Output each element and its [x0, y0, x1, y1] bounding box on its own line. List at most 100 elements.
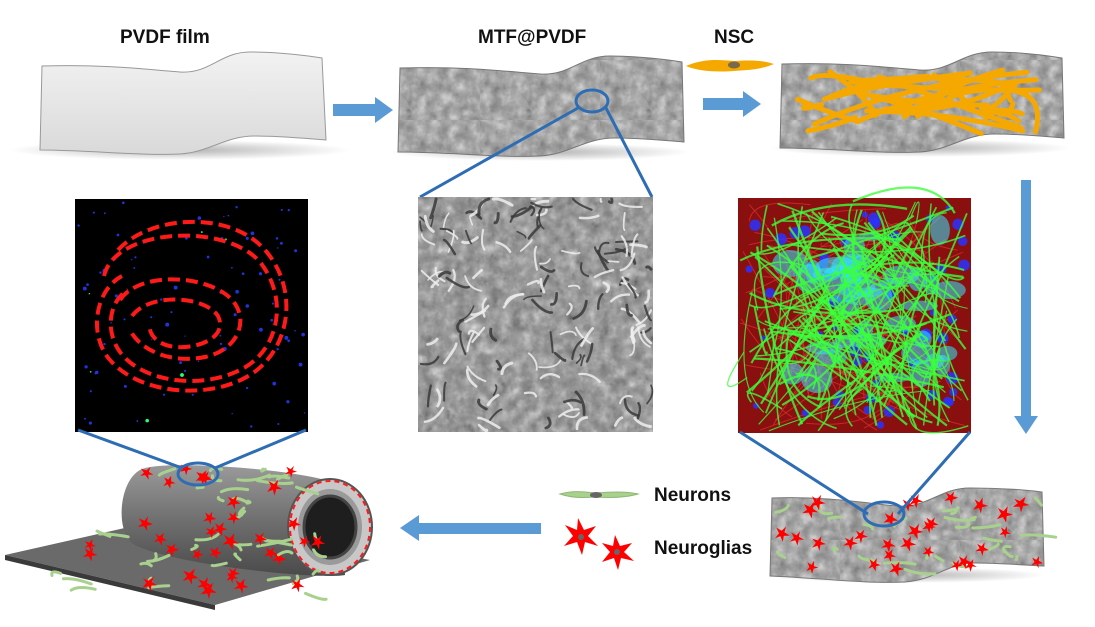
green-fiber: [855, 343, 928, 419]
nsc-fiber: [795, 96, 862, 124]
red-fiber: [933, 345, 962, 401]
speck: [276, 348, 279, 351]
speck: [231, 266, 233, 269]
neuroglia: [922, 545, 935, 558]
speck: [301, 332, 305, 337]
neuron: [260, 467, 267, 473]
nucleus: [867, 212, 881, 225]
sem-flake: [430, 279, 440, 289]
nucleus: [832, 398, 842, 407]
sem-flake: [466, 365, 487, 383]
neuron: [230, 496, 247, 503]
sem-flake: [445, 276, 470, 289]
sem-flake: [465, 368, 478, 388]
speck: [235, 206, 238, 209]
green-fiber: [882, 211, 968, 309]
sem-flake: [491, 197, 514, 207]
speck: [103, 212, 106, 215]
neuroglia: [310, 535, 326, 550]
speck: [294, 249, 298, 253]
sem-flake: [502, 292, 525, 309]
sem-flake: [567, 284, 581, 290]
speck: [92, 211, 95, 214]
neuron: [882, 561, 917, 566]
speck: [184, 335, 186, 337]
sem-flake: [597, 293, 604, 311]
neuroglia: [84, 539, 96, 551]
green-fiber: [911, 359, 947, 389]
neuroglia: [153, 532, 167, 546]
neuroglia: [82, 547, 98, 562]
speck: [286, 400, 290, 404]
sem-flake: [516, 230, 527, 239]
green-fiber: [771, 203, 908, 227]
green-fiber: [845, 387, 864, 427]
nsc-fiber-network: [795, 67, 1042, 137]
neuroglia: [922, 520, 936, 534]
neuroglia: [802, 502, 819, 519]
sem-flake: [580, 354, 586, 367]
neuron: [233, 552, 242, 562]
nucleus: [943, 396, 953, 406]
sem-flake: [445, 229, 459, 240]
green-fiber: [885, 245, 928, 303]
sem-flake: [562, 412, 580, 418]
nucleus: [745, 265, 753, 273]
neuron: [987, 542, 1000, 552]
sem-flake: [539, 265, 556, 273]
neuron: [1034, 496, 1043, 507]
neuron: [862, 522, 875, 531]
green-fiber: [751, 217, 782, 392]
speck: [298, 362, 303, 367]
speck: [163, 393, 166, 396]
speck: [245, 304, 250, 308]
sem-flake: [509, 207, 527, 223]
sem-flake: [461, 236, 479, 245]
nucleus: [958, 259, 970, 271]
sem-image: [418, 197, 654, 433]
sem-flake: [426, 384, 432, 408]
speck: [89, 370, 92, 373]
sem-flake: [434, 267, 446, 283]
neuroglia: [999, 526, 1011, 539]
red-fiber: [787, 208, 887, 222]
neuron: [267, 474, 291, 480]
neuroglia: [227, 511, 241, 525]
neuroglia: [973, 497, 989, 514]
legend-neuron-icon: [558, 491, 640, 499]
mtf-pvdf-label: MTF@PVDF: [478, 27, 587, 48]
green-fiber: [920, 212, 947, 278]
neuroglia: [287, 517, 302, 531]
neuron: [312, 548, 327, 559]
sem-flake: [477, 423, 489, 433]
speck: [179, 361, 183, 365]
rolled-scaffold: [5, 462, 373, 610]
speck: [278, 278, 281, 281]
neuroglia: [1012, 496, 1030, 513]
sem-flake: [429, 197, 438, 220]
green-fiber: [766, 328, 774, 395]
neuron: [311, 568, 320, 576]
sem-flake: [646, 384, 654, 405]
sem-flake: [531, 298, 554, 314]
sem-flake: [585, 342, 594, 363]
sem-flake: [423, 215, 435, 233]
neuroglia: [284, 465, 298, 478]
green-fiber: [830, 215, 962, 299]
green-fibers: [727, 186, 969, 434]
sem-flake: [477, 416, 501, 430]
speck: [116, 233, 120, 237]
sem-flake: [559, 330, 577, 336]
sem-flake: [643, 304, 653, 322]
neuron: [982, 536, 1003, 543]
green-fiber: [852, 186, 956, 214]
neuroglia: [957, 555, 972, 569]
speck: [271, 302, 275, 305]
green-fiber: [778, 373, 821, 401]
neuroglia: [226, 495, 241, 510]
neuron: [1014, 555, 1019, 562]
sem-flake: [510, 205, 533, 218]
neuroglia: [881, 537, 896, 553]
neuron: [219, 487, 250, 494]
neuron: [776, 550, 787, 559]
